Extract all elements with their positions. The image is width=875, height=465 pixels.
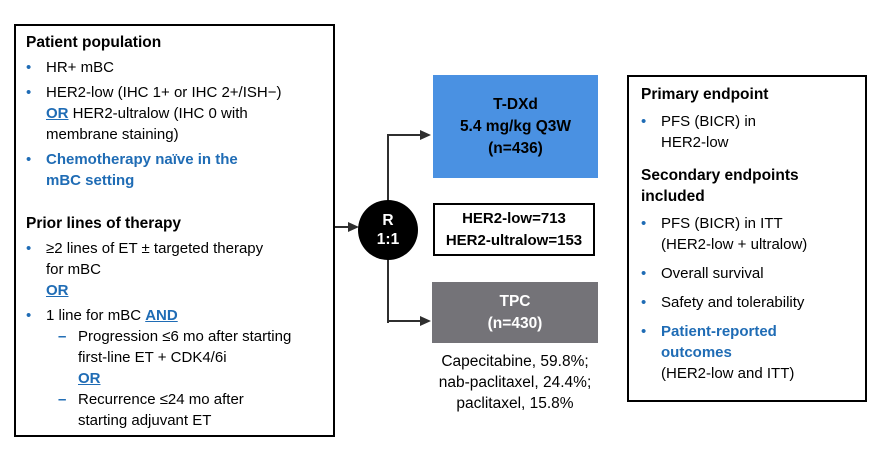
- pfs-itt-line1: PFS (BICR) in ITT: [661, 215, 783, 232]
- randomization-circle: R 1:1: [358, 200, 418, 260]
- tpc-name: TPC: [499, 292, 531, 310]
- her2-criteria-line3: membrane staining): [46, 126, 179, 143]
- bullet-et-lines: ≥2 lines of ET ± targeted therapy for mB…: [26, 238, 327, 301]
- or-connector: OR: [78, 370, 101, 387]
- bullet-icon: [641, 111, 661, 153]
- pro-line2: outcomes: [661, 344, 732, 361]
- arrowhead-icon: [420, 316, 431, 326]
- arrowhead-icon: [348, 222, 359, 232]
- randomization-letter: R: [382, 212, 394, 229]
- pfs-her2low-line2: HER2-low: [661, 134, 729, 151]
- secondary-endpoints-heading: Secondary endpoints included: [641, 167, 799, 205]
- arrowhead-icon: [420, 130, 431, 140]
- tdxd-name: T-DXd: [493, 95, 538, 113]
- pro-line3: (HER2-low and ITT): [661, 365, 795, 382]
- dash-icon: [58, 389, 78, 431]
- her2-criteria-line1: HER2-low (IHC 1+ or IHC 2+/ISH−): [46, 84, 282, 101]
- dash-icon: [58, 326, 78, 389]
- tdxd-dose: 5.4 mg/kg Q3W: [459, 117, 572, 135]
- bullet-icon: [641, 292, 661, 313]
- recurrence-line1: Recurrence ≤24 mo after: [78, 391, 244, 408]
- bullet-icon: [26, 305, 46, 431]
- bullet-her2-low: HER2-low (IHC 1+ or IHC 2+/ISH−) OR HER2…: [26, 82, 327, 145]
- cohort-count-box: HER2-low=713 HER2-ultralow=153: [433, 203, 595, 256]
- randomization-ratio: 1:1: [376, 231, 400, 248]
- bullet-pfs-itt: PFS (BICR) in ITT (HER2-low + ultralow): [641, 213, 857, 255]
- tpc-enrollment: (n=430): [487, 314, 543, 332]
- sub-bullet-progression: Progression ≤6 mo after starting first-l…: [58, 326, 327, 389]
- recurrence-line2: starting adjuvant ET: [78, 412, 212, 429]
- patient-population-panel: Patient population HR+ mBC HER2-low (IHC…: [14, 24, 335, 437]
- chemo-naive-line2: mBC setting: [46, 172, 135, 189]
- bullet-icon: [26, 82, 46, 145]
- progression-line1: Progression ≤6 mo after starting: [78, 328, 292, 345]
- or-connector: OR: [46, 105, 69, 122]
- bullet-icon: [26, 238, 46, 301]
- prior-lines-heading: Prior lines of therapy: [26, 215, 182, 232]
- tdxd-arm-box: T-DXd 5.4 mg/kg Q3W (n=436): [433, 75, 598, 178]
- patient-population-heading: Patient population: [26, 34, 162, 51]
- connector-bottom-line: [387, 320, 421, 322]
- tpc-arm-box: TPC (n=430): [432, 282, 598, 343]
- pfs-itt-line2: (HER2-low + ultralow): [661, 236, 808, 253]
- cohort-her2-ultralow: HER2-ultralow=153: [445, 231, 583, 249]
- et-lines-line1: ≥2 lines of ET ± targeted therapy: [46, 240, 264, 257]
- tpc-capecitabine: Capecitabine, 59.8%;: [441, 353, 589, 370]
- tpc-nab-paclitaxel: nab-paclitaxel, 24.4%;: [438, 374, 592, 391]
- bullet-hr-mbc: HR+ mBC: [26, 57, 327, 78]
- cohort-her2-low: HER2-low=713: [462, 209, 566, 227]
- her2-criteria-line2: HER2-ultralow (IHC 0 with: [72, 105, 248, 122]
- bullet-chemo-naive: Chemotherapy naïve in the mBC setting: [26, 149, 327, 191]
- bullet-icon: [26, 149, 46, 191]
- chemo-naive-line1: Chemotherapy naïve in the: [46, 151, 238, 168]
- connector-top-line: [387, 134, 421, 136]
- sub-bullet-recurrence: Recurrence ≤24 mo after starting adjuvan…: [58, 389, 327, 431]
- progression-line2: first-line ET + CDK4/6i: [78, 349, 227, 366]
- bullet-patient-reported-outcomes: Patient-reported outcomes (HER2-low and …: [641, 321, 857, 384]
- bullet-icon: [26, 57, 46, 78]
- endpoints-panel: Primary endpoint PFS (BICR) in HER2-low …: [627, 75, 867, 402]
- pfs-her2low-line1: PFS (BICR) in: [661, 113, 757, 130]
- bullet-icon: [641, 213, 661, 255]
- bullet-overall-survival: Overall survival: [641, 263, 857, 284]
- and-connector: AND: [145, 307, 178, 324]
- tpc-paclitaxel: paclitaxel, 15.8%: [456, 395, 574, 412]
- tpc-composition-caption: Capecitabine, 59.8%; nab-paclitaxel, 24.…: [395, 351, 635, 414]
- bullet-pfs-her2low: PFS (BICR) in HER2-low: [641, 111, 857, 153]
- bullet-one-line-mbc: 1 line for mBC AND Progression ≤6 mo aft…: [26, 305, 327, 431]
- or-connector: OR: [46, 282, 69, 299]
- pro-line1: Patient-reported: [661, 323, 777, 340]
- et-lines-line2: for mBC: [46, 261, 102, 278]
- connector-left-line: [335, 226, 350, 228]
- one-line-text: 1 line for mBC: [46, 307, 142, 324]
- tdxd-enrollment: (n=436): [488, 139, 543, 157]
- bullet-safety: Safety and tolerability: [641, 292, 857, 313]
- bullet-icon: [641, 263, 661, 284]
- bullet-icon: [641, 321, 661, 384]
- primary-endpoint-heading: Primary endpoint: [641, 86, 769, 103]
